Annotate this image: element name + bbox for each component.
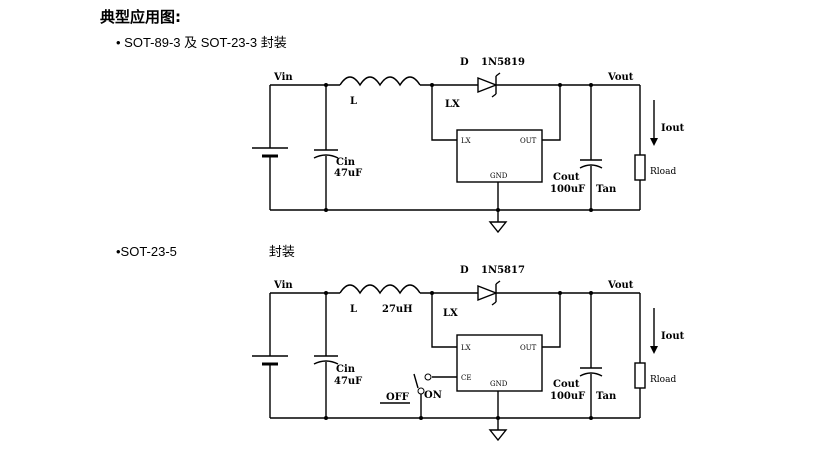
c1-inductor: [339, 76, 421, 87]
c1-cin-name: Cin: [336, 157, 356, 168]
c2-inductor-value: 27uH: [382, 304, 413, 315]
c2-cout-value: 100uF: [550, 391, 585, 402]
c1-lx-label: LX: [445, 99, 460, 110]
c2-ic-pin-out: OUT: [520, 344, 537, 352]
c1-ic-pin-lx: LX: [461, 137, 471, 145]
c2-lx-label: LX: [443, 308, 458, 319]
c2-switch-contact-on: [424, 373, 432, 381]
c1-vout-label: Vout: [607, 72, 634, 83]
c1-cout-value: 100uF: [550, 184, 585, 195]
c1-diode-ref: D: [460, 57, 469, 68]
c1-cin-value: 47uF: [334, 168, 362, 179]
c1-iout-label: Iout: [661, 123, 685, 134]
c2-cout-type: Tan: [596, 391, 617, 402]
c1-iout-arrow-icon: [650, 138, 658, 146]
c2-switch-on-label: ON: [424, 390, 442, 401]
c2-iout-label: Iout: [661, 331, 685, 342]
c2-ic-body: [456, 334, 543, 392]
c2-ground-icon: [488, 429, 508, 442]
circuit-2: Vin L 27uH LX D 1N5817 Vout Cin 47uF LX …: [252, 265, 685, 442]
variant-2-caption: •SOT-23-5 封装: [116, 241, 295, 260]
c1-inductor-label: L: [350, 96, 357, 107]
c2-ic-pin-lx: LX: [461, 344, 471, 352]
c2-rload-label: Rload: [650, 375, 676, 385]
c1-ic-pin-gnd: GND: [490, 172, 508, 180]
circuit-1: Vin L LX D 1N5819 Vout Cin 47uF LX OUT G…: [252, 57, 685, 234]
c2-cout-name: Cout: [553, 379, 580, 390]
c2-iout-arrow-icon: [650, 346, 658, 354]
c2-cin-name: Cin: [336, 364, 356, 375]
variant-2-package: •SOT-23-5: [116, 244, 177, 259]
c2-inductor-label: L: [350, 304, 357, 315]
c2-vin-label: Vin: [273, 280, 293, 291]
c1-cout-name: Cout: [553, 172, 580, 183]
c2-cin-value: 47uF: [334, 376, 362, 387]
c1-ground-icon: [488, 221, 508, 234]
c2-ic-pin-gnd: GND: [490, 380, 508, 388]
c1-rload-label: Rload: [650, 167, 676, 177]
variant-2-suffix: 封装: [268, 244, 295, 259]
c1-vin-label: Vin: [273, 72, 293, 83]
c2-ic-pin-ce: CE: [461, 374, 471, 382]
variant-1-caption: • SOT-89-3 及 SOT-23-3 封装: [116, 35, 287, 50]
c2-switch-off-label: OFF: [386, 392, 409, 403]
c2-inductor: [339, 284, 421, 295]
page-title: 典型应用图:: [100, 8, 181, 26]
c1-ic-pin-out: OUT: [520, 137, 537, 145]
c2-diode-part: 1N5817: [481, 265, 525, 276]
c1-diode-part: 1N5819: [481, 57, 525, 68]
c1-rload: [634, 154, 646, 181]
c2-rload: [634, 362, 646, 389]
c2-vout-label: Vout: [607, 280, 634, 291]
c2-diode-ref: D: [460, 265, 469, 276]
c1-cout-type: Tan: [596, 184, 617, 195]
c1-ic-body: [456, 129, 543, 183]
